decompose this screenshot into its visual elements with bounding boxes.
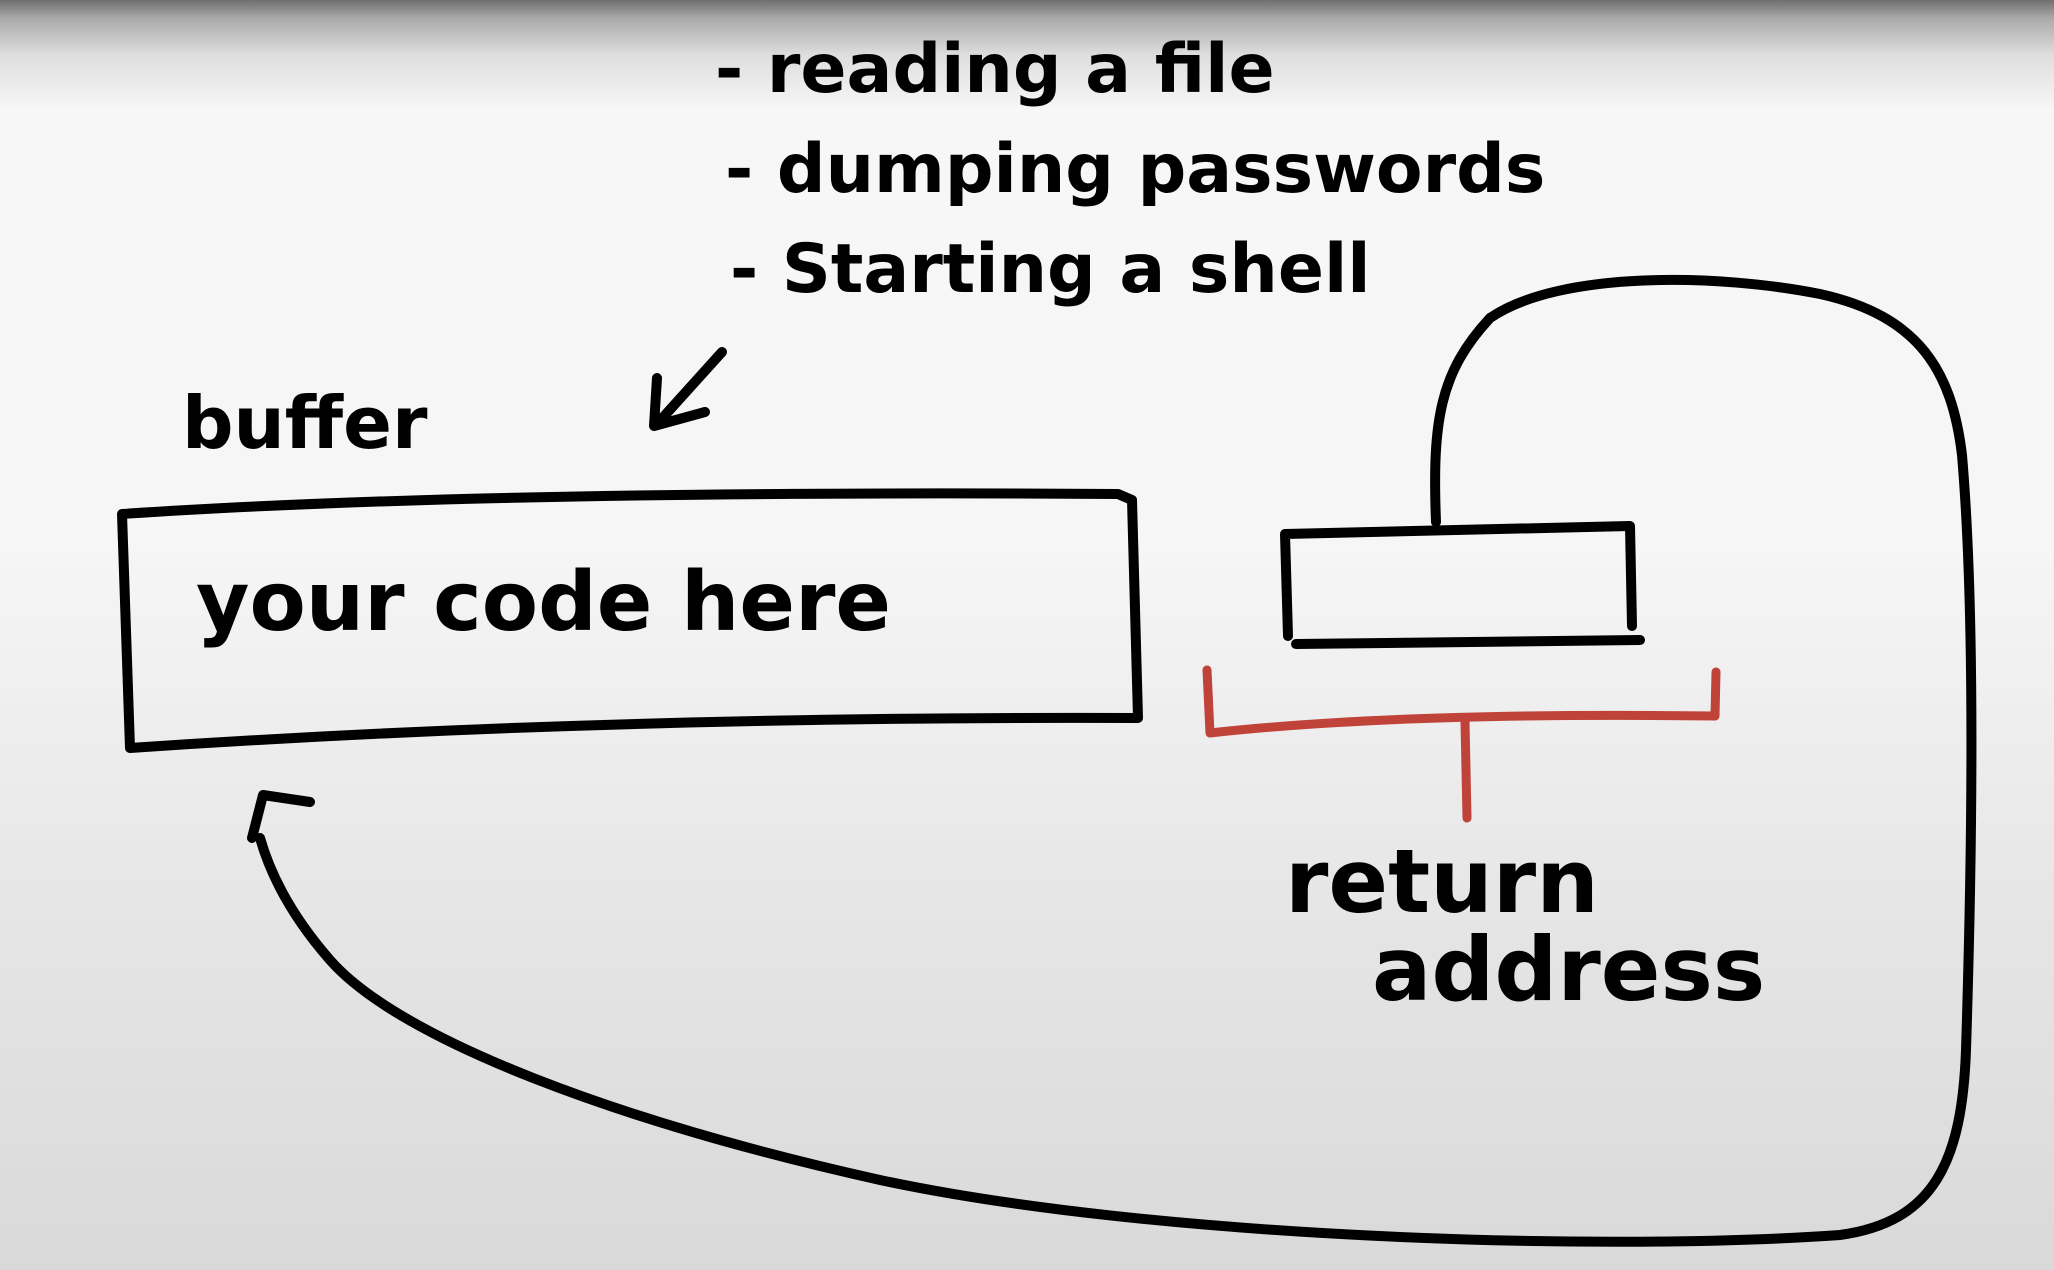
arrow-to-buffer [649,347,727,431]
buffer-label: buffer [182,381,428,465]
payload-list: - reading a file - dumping passwords - S… [715,30,1545,309]
bullet-starting-a-shell: - Starting a shell [730,230,1371,309]
return-address-bracket [1202,665,1721,823]
return-address-box [1280,521,1645,649]
bullet-reading-a-file: - reading a file [715,30,1275,109]
return-address-line1: return [1285,830,1599,933]
return-jump-arrow [247,274,1977,1247]
return-address-line2: address [1372,918,1765,1021]
buffer-content: your code here [196,555,891,650]
return-address-label: return address [1285,830,1765,1021]
buffer-box [117,488,1143,753]
bullet-dumping-passwords: - dumping passwords [725,130,1545,209]
